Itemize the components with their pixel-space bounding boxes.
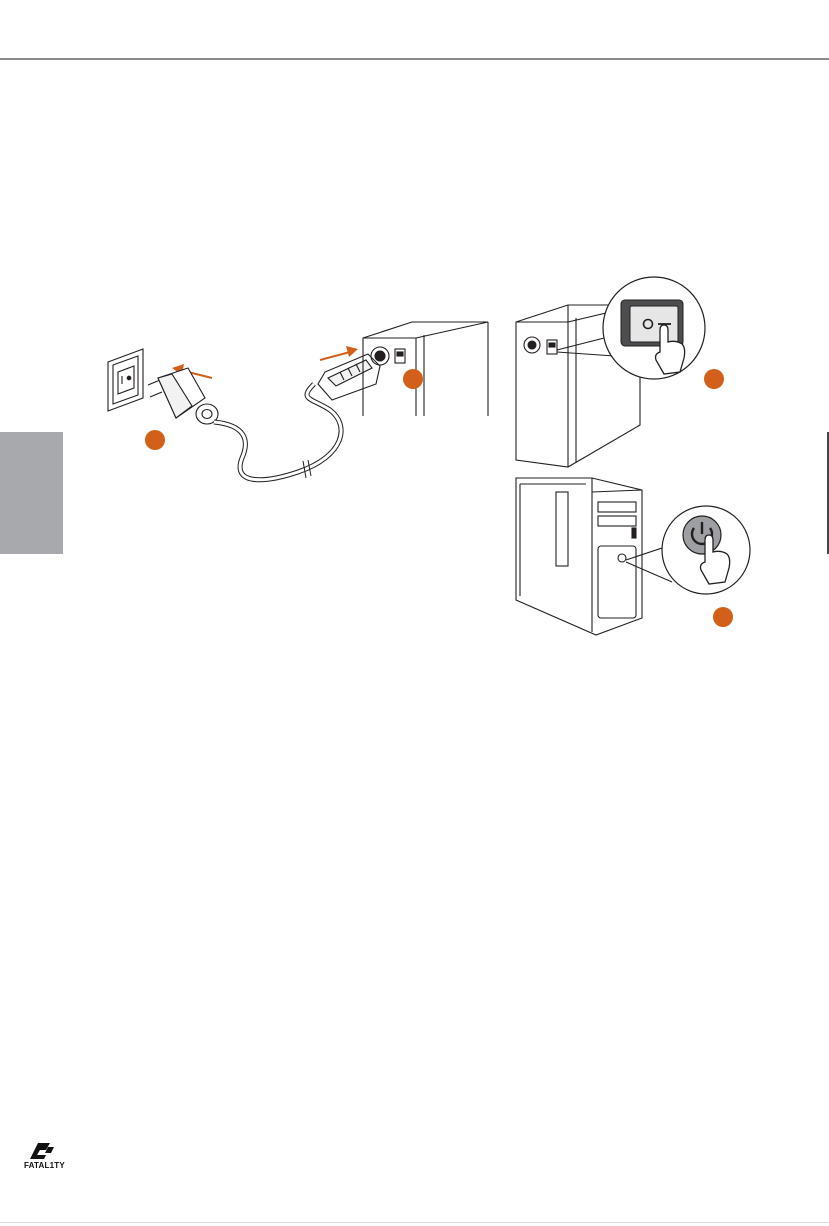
step-marker-1 [145,430,165,450]
step-marker-4 [713,607,733,627]
wall-outlet-icon [108,349,143,411]
bottom-rule [0,1222,829,1223]
power-on-illustration [0,0,829,660]
pc-case-rear-cropped [363,322,488,416]
step-marker-3 [704,369,724,389]
power-button-icon [683,516,721,554]
power-cable [214,384,341,480]
logo-text: FATAL1TY [24,1161,65,1170]
arrow-to-psu [320,346,358,360]
iec-connector [318,354,380,400]
rocker-switch-icon [621,300,683,346]
step-marker-2 [403,369,423,389]
psu-switch-callout [603,277,705,379]
pc-case-front [516,478,680,635]
power-button-callout [662,506,750,594]
